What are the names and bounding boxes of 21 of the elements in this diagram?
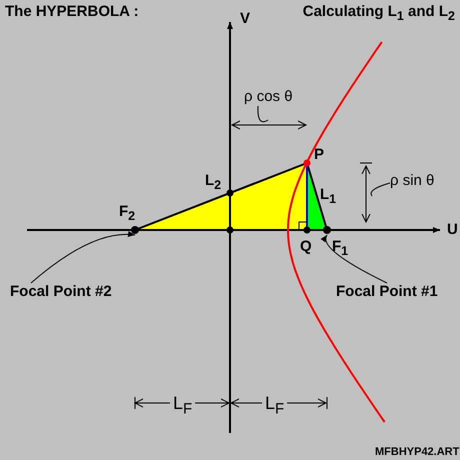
point-label: P bbox=[314, 146, 324, 164]
subtitle: Calculating L$_{1}$ and L$_{2}$ bbox=[302, 3, 455, 25]
leader-line bbox=[321, 234, 388, 284]
axis-label: U bbox=[447, 221, 458, 239]
leader-line bbox=[370, 182, 390, 196]
leader-line bbox=[257, 106, 268, 122]
point-label: F$_{2}$ bbox=[119, 203, 136, 225]
length-label: L$_{1}$ bbox=[320, 186, 336, 208]
leader-line bbox=[30, 231, 136, 284]
point-label: F$_{1}$ bbox=[332, 238, 348, 260]
dimension-label: ρ sin θ bbox=[390, 172, 434, 190]
focal-point bbox=[323, 226, 331, 234]
focal-point bbox=[131, 226, 139, 234]
axis-label: V bbox=[240, 10, 250, 28]
file-name: MFBHYP42.ART bbox=[375, 445, 460, 460]
callout-text: Focal Point #1 bbox=[336, 283, 438, 301]
point-label: Q bbox=[300, 238, 312, 256]
dimension-label: ρ cos θ bbox=[244, 88, 293, 106]
length-label: L$_{2}$ bbox=[205, 172, 222, 194]
callout-text: Focal Point #2 bbox=[10, 283, 112, 301]
title: The HYPERBOLA : bbox=[5, 3, 139, 21]
